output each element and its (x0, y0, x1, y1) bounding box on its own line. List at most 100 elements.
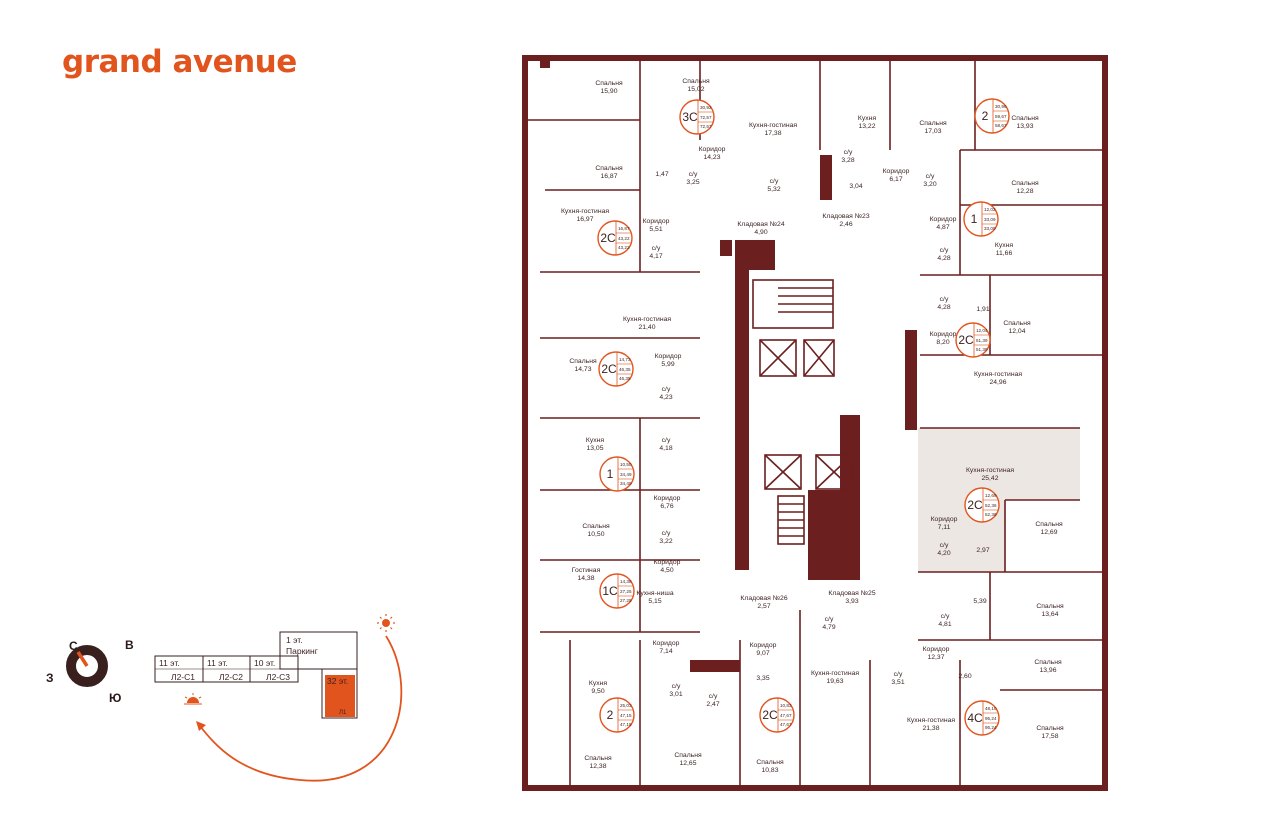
badge-ring (599, 697, 635, 733)
room-name: Спальня (1036, 603, 1064, 610)
brand-logo: grand avenue (62, 44, 297, 80)
room-name: Спальня (1011, 115, 1039, 122)
badge-value-3: 27,25 (620, 598, 632, 603)
badge-ring (964, 700, 1000, 736)
room-name: Спальня (1003, 320, 1031, 327)
room-name: с/у (672, 683, 681, 690)
badge-value-3: 47,67 (780, 722, 792, 727)
compass-south: Ю (109, 691, 121, 705)
badge-value-1: 12,69 (985, 493, 997, 498)
room-name: с/у (926, 173, 935, 180)
badge-ring (599, 573, 635, 609)
room-area: 3,28 (841, 157, 854, 164)
badge-value-2: 95,24 (985, 716, 997, 721)
room-area: 4,87 (936, 224, 949, 231)
room-area: 17,03 (924, 128, 941, 135)
room-name: Спальня (595, 80, 623, 87)
badge-ring (599, 456, 635, 492)
room-area: 12,28 (1016, 188, 1033, 195)
badge-value-1: 12,04 (976, 328, 988, 333)
apartment-type: 3С (682, 110, 698, 124)
room-area: 6,76 (660, 503, 673, 510)
room-area: 13,96 (1039, 667, 1056, 674)
room-area: 13,22 (858, 123, 875, 130)
room-name: Кухня (858, 115, 877, 122)
room-area: 12,04 (1008, 328, 1025, 335)
apartment-type: 2С (967, 498, 983, 512)
room-area: 13,93 (1016, 123, 1033, 130)
room-name: Коридор (931, 516, 958, 523)
apartment-type: 2С (762, 708, 778, 722)
badge-value-2: 72,57 (700, 115, 712, 120)
room-label: 1,47 (655, 171, 668, 178)
badge-value-3: 33,09 (984, 226, 996, 231)
badge-value-2: 34,49 (620, 472, 632, 477)
room-name: Коридор (699, 146, 726, 153)
room-area: 15,02 (687, 86, 704, 93)
badge-value-3: 58,67 (995, 123, 1007, 128)
badge-value-1: 10,83 (780, 703, 792, 708)
badge-ring (974, 98, 1010, 134)
room-label: 3,35 (756, 675, 769, 682)
room-name: Спальня (569, 358, 597, 365)
room-area: 4,20 (937, 550, 950, 557)
highlighted-apartment[interactable] (918, 428, 1080, 572)
room-name: с/у (709, 693, 718, 700)
badge-ring (679, 99, 715, 135)
badge-value-3: 43,22 (618, 245, 630, 250)
room-area: 9,50 (591, 688, 604, 695)
room-name: Спальня (1011, 180, 1039, 187)
elevators (752, 279, 853, 545)
apartment-type: 1 (607, 467, 614, 481)
room-name: Коридор (655, 353, 682, 360)
apartment-type: 2 (607, 708, 614, 722)
room-area: 2,57 (757, 603, 770, 610)
sun-path-arc (199, 635, 403, 782)
apartment-badges: 3С30,9272,5772,57230,9659,6758,672С16,87… (597, 98, 1010, 736)
room-area: 5,32 (767, 186, 780, 193)
room-area: 12,65 (679, 760, 696, 767)
badge-value-2: 59,67 (995, 114, 1007, 119)
room-area: 12,38 (589, 763, 606, 770)
badge-value-3: 52,36 (985, 512, 997, 517)
badge-value-3: 95,24 (985, 725, 997, 730)
badge-value-2: 33,09 (984, 217, 996, 222)
room-name: Коридор (930, 216, 957, 223)
room-area: 7,14 (659, 648, 672, 655)
room-area: 16,97 (576, 216, 593, 223)
badge-value-1: 10,50 (620, 462, 632, 467)
room-area: 7,11 (938, 524, 951, 531)
